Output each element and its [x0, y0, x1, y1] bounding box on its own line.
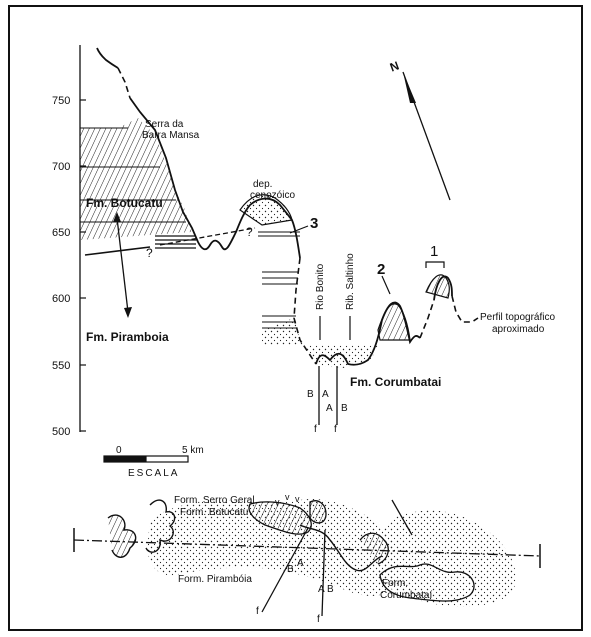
fault-b-left: B [307, 389, 314, 400]
svg-text:v: v [295, 494, 300, 504]
botucatu-stipple [147, 499, 397, 596]
serra-label-1: Serra da [145, 119, 184, 130]
map-f-left: f [256, 606, 259, 617]
scale-bar-filled [104, 456, 146, 462]
boundary-middle [299, 524, 383, 572]
map-corumbatai-2: Corumbataí [380, 590, 432, 601]
contact-line-right [159, 227, 256, 246]
fault-b-right: B [341, 403, 348, 414]
svg-text:v: v [285, 492, 290, 502]
scale-bar: 0 5 km ESCALA [103, 445, 204, 479]
arrow-head-down [124, 307, 132, 318]
valley-floor [315, 319, 383, 366]
serra-geral-patch-2 [309, 500, 327, 524]
scale-label: ESCALA [128, 468, 179, 479]
y-axis-ticks: 750 700 650 600 550 500 [52, 95, 86, 438]
profile-top-solid [96, 47, 119, 69]
callout-3 [289, 225, 309, 234]
number-2: 2 [377, 261, 385, 278]
corumbatai-stipple [373, 510, 516, 607]
map-a-right: A [318, 584, 325, 595]
map-piramboia: Form. Pirambóia [178, 574, 252, 585]
fault-f-left: f [314, 424, 317, 435]
dep-label-1: dep. [253, 179, 272, 190]
number-3: 3 [310, 215, 318, 232]
map-b-left: B [287, 564, 294, 575]
map-corumbatai-1: Form. [382, 578, 408, 589]
botucatu-label: Fm. Botucatu [86, 196, 163, 210]
number-1: 1 [430, 243, 438, 260]
tick-600: 600 [52, 293, 70, 305]
map-fault-3 [391, 499, 413, 536]
piramboia-label: Fm. Piramboia [86, 330, 169, 344]
profile-hill-2 [381, 301, 421, 345]
tick-550: 550 [52, 360, 70, 372]
boundary-patch-right [359, 532, 389, 565]
map-f-right: f [317, 614, 320, 625]
serra-label-2: Barra Mansa [142, 130, 200, 141]
tick-750: 750 [52, 95, 70, 107]
map-b-right: B [327, 584, 334, 595]
boundary-corumbatai [379, 563, 475, 602]
profile-dashed-1 [117, 67, 131, 99]
contact-line-left [84, 246, 151, 256]
profile-trace [73, 539, 541, 557]
map-botucatu: Form. Botucatu [180, 507, 248, 518]
tick-700: 700 [52, 161, 70, 173]
map-a-left: A [297, 558, 304, 569]
serra-geral-patch-1 [248, 501, 312, 535]
escarpment-hatch [80, 118, 192, 240]
north-arrow-head [403, 72, 416, 103]
scale-zero: 0 [116, 445, 122, 456]
fault-f-right: f [334, 424, 337, 435]
formation-arrow [116, 217, 129, 313]
callout-1 [425, 261, 445, 268]
corumbatai-label: Fm. Corumbatai [350, 375, 441, 389]
map-fault-2 [321, 529, 326, 617]
boundary-left [145, 499, 176, 553]
profile-mid [249, 197, 301, 259]
map-fault-1 [261, 527, 309, 613]
contact-strata [155, 235, 196, 249]
rib-saltinho-label: Rib. Saltinho [345, 253, 356, 310]
tick-500: 500 [52, 426, 70, 438]
perfil-label-1: Perfil topográfico [480, 312, 555, 323]
svg-text:v: v [275, 497, 280, 507]
profile-dashed-3 [419, 299, 435, 339]
north-label: N [388, 59, 401, 75]
callout-2 [381, 275, 391, 295]
tick-650: 650 [52, 227, 70, 239]
cross-section-profile: 750 700 650 600 550 500 [52, 45, 555, 438]
fault-a-right: A [326, 403, 333, 414]
profile-hill-1 [433, 275, 453, 301]
valley-stipple [262, 318, 380, 368]
scale-five-km: 5 km [182, 445, 204, 456]
arrow-head-up [113, 212, 121, 222]
profile-escarpment [129, 97, 251, 251]
fault-a-left: A [322, 389, 329, 400]
figure-frame [8, 5, 583, 631]
dep-label-2: cenozóico [250, 190, 295, 201]
rio-bonito-label: Rio Bonito [315, 263, 326, 310]
question-mark-2: ? [246, 225, 253, 239]
profile-dashed-4 [451, 295, 479, 323]
perfil-label-2: aproximado [492, 324, 545, 335]
boundary-far-left [107, 514, 137, 558]
question-mark-1: ? [146, 246, 153, 260]
map-serra-geral: Form. Serro Geral [174, 495, 255, 506]
